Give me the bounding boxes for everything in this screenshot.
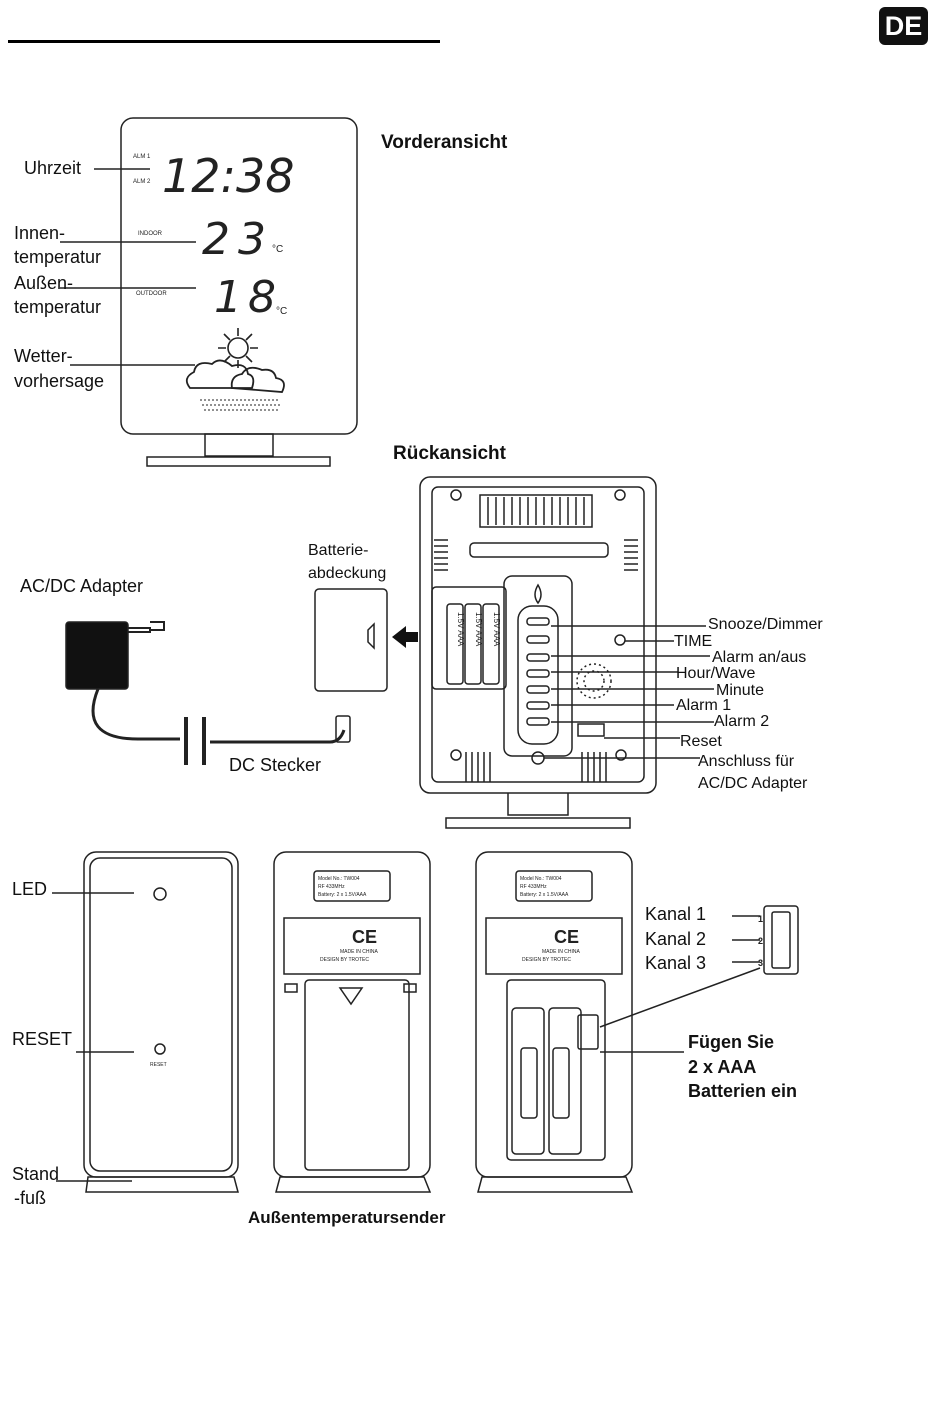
alm1-label: ALM 1 — [133, 154, 151, 160]
display-time: 12:38 — [162, 149, 295, 203]
label-jack-1: Anschluss für — [698, 753, 795, 770]
battery-label-1: 1.5V AAA — [456, 612, 465, 647]
label-channel-2: Kanal 2 — [645, 929, 707, 949]
sticker-line-2b: RF 433MHz — [520, 884, 547, 890]
label-led: LED — [12, 879, 48, 899]
label-indoor-1: Innen- — [14, 223, 66, 243]
label-insert-1: Fügen Sie — [688, 1032, 775, 1052]
language-badge: DE — [879, 7, 928, 45]
label-jack-2: AC/DC Adapter — [698, 775, 808, 792]
made-in-label: MADE IN CHINA — [340, 949, 378, 955]
svg-text:2: 2 — [758, 936, 763, 946]
indoor-small-label: INDOOR — [138, 231, 163, 237]
front-view-title: Vorderansicht — [381, 132, 508, 153]
sun-icon — [218, 328, 258, 368]
header-rule — [8, 40, 440, 43]
back-view-title: Rückansicht — [393, 443, 506, 464]
svg-text:1: 1 — [758, 914, 763, 924]
label-alarm2: Alarm 2 — [714, 713, 770, 730]
channel-switch — [732, 905, 799, 975]
label-minute: Minute — [716, 682, 765, 699]
cloud-icon — [185, 359, 285, 393]
svg-text:3: 3 — [758, 958, 763, 968]
label-battery-cover-1: Batterie- — [308, 542, 369, 559]
sensor-title: Außentemperatursender — [248, 1208, 446, 1227]
display-unit-outdoor: °C — [276, 306, 287, 317]
design-by-label-2: DESIGN BY TROTEC — [522, 957, 571, 963]
sensor-reset-small: RESET — [150, 1062, 167, 1068]
label-forecast-1: Wetter- — [14, 346, 73, 366]
label-forecast-2: vorhersage — [14, 371, 105, 391]
sensor-front — [83, 851, 239, 1193]
ce-mark: CE — [352, 927, 377, 947]
rain-icon — [200, 399, 280, 411]
label-alarm1: Alarm 1 — [676, 697, 732, 714]
sticker-line-1b: Model No.: TW004 — [520, 876, 562, 882]
display-indoor-temp: 23 — [202, 214, 274, 265]
label-battery-cover-2: abdeckung — [308, 565, 387, 582]
design-by-label: DESIGN BY TROTEC — [320, 957, 369, 963]
label-alarm-onoff: Alarm an/aus — [712, 649, 807, 666]
outdoor-small-label: OUTDOOR — [136, 291, 167, 297]
label-hour-wave: Hour/Wave — [676, 665, 756, 682]
label-insert-2: 2 x AAA — [688, 1057, 757, 1077]
sensor-back-open — [475, 851, 634, 1193]
alm2-label: ALM 2 — [133, 179, 151, 185]
battery-label-2: 1.5V AAA — [474, 612, 483, 647]
display-outdoor-temp: 18 — [214, 272, 282, 323]
label-channel-3: Kanal 3 — [645, 953, 707, 973]
sticker-line-2: RF 433MHz — [318, 884, 345, 890]
adapter-plug — [65, 621, 351, 765]
front-view-device — [120, 117, 358, 467]
label-stand-1: Stand — [12, 1164, 60, 1184]
label-snooze: Snooze/Dimmer — [708, 616, 823, 633]
sensor-back-closed — [273, 851, 432, 1193]
sticker-line-3b: Battery: 2 x 1.5V/AAA — [520, 892, 569, 898]
label-channel-1: Kanal 1 — [645, 904, 707, 924]
battery-cover — [314, 588, 388, 692]
label-outdoor-1: Außen- — [14, 273, 74, 293]
label-sensor-reset: RESET — [12, 1029, 73, 1049]
label-stand-2: -fuß — [14, 1188, 47, 1208]
label-insert-3: Batterien ein — [688, 1081, 798, 1101]
sticker-line-3: Battery: 2 x 1.5V/AAA — [318, 892, 367, 898]
made-in-label-2: MADE IN CHINA — [542, 949, 580, 955]
display-unit-indoor: °C — [272, 244, 283, 255]
battery-label-3: 1.5V AAA — [492, 612, 501, 647]
back-view-device — [419, 476, 657, 829]
label-time-button: TIME — [674, 633, 713, 650]
ce-mark-2: CE — [554, 927, 579, 947]
label-reset-button: Reset — [680, 733, 722, 750]
label-outdoor-2: temperatur — [14, 297, 102, 317]
label-adapter: AC/DC Adapter — [20, 576, 144, 596]
label-time: Uhrzeit — [24, 158, 82, 178]
sticker-line-1: Model No.: TW004 — [318, 876, 360, 882]
label-indoor-2: temperatur — [14, 247, 102, 267]
arrow-icon — [392, 626, 418, 648]
label-dc-plug: DC Stecker — [229, 755, 322, 775]
